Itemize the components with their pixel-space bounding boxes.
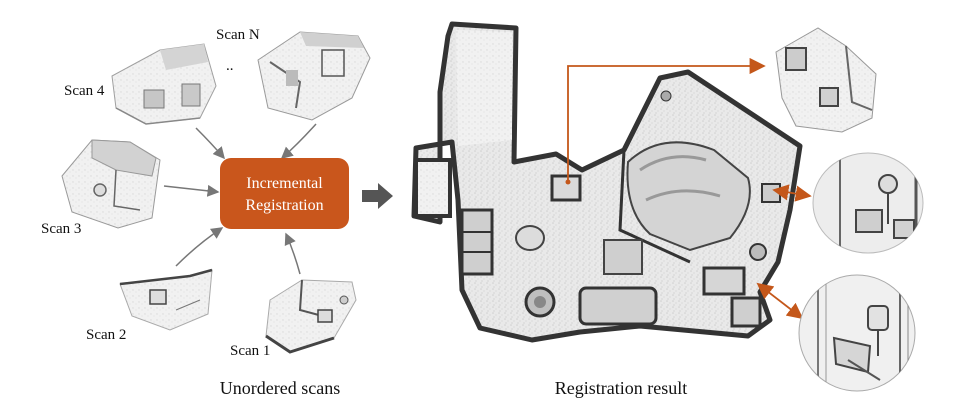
scan-n-thumbnail	[258, 32, 370, 120]
scan-n-label: Scan N	[216, 27, 260, 43]
arrow-scann-to-box	[282, 124, 316, 158]
scan-3-label: Scan 3	[41, 221, 81, 237]
zoom-inset-top	[776, 28, 876, 132]
arrow-scan4-to-box	[196, 128, 224, 158]
registration-map	[414, 24, 800, 340]
arrow-scan2-to-box	[176, 228, 222, 266]
scan-1-thumbnail	[266, 280, 356, 352]
scan-2-label: Scan 2	[86, 327, 126, 343]
arrow-scan3-to-box	[164, 186, 218, 192]
caption-unordered-scans: Unordered scans	[220, 378, 340, 398]
arrow-scan1-to-box	[286, 234, 300, 274]
incremental-registration-box: Incremental Registration	[220, 158, 349, 229]
scan-2-thumbnail	[120, 270, 212, 330]
zoom-inset-bottom	[799, 270, 915, 400]
scan-4-label: Scan 4	[64, 83, 105, 99]
box-line-1: Incremental	[246, 175, 323, 192]
caption-registration-result: Registration result	[555, 378, 687, 398]
big-right-arrow	[362, 183, 393, 209]
ellipsis-label: ..	[226, 58, 234, 74]
scan-4-thumbnail	[112, 44, 216, 124]
zoom-inset-middle	[813, 150, 923, 260]
scan-3-thumbnail	[62, 140, 160, 228]
scan-1-label: Scan 1	[230, 343, 270, 359]
box-line-2: Registration	[245, 197, 323, 214]
